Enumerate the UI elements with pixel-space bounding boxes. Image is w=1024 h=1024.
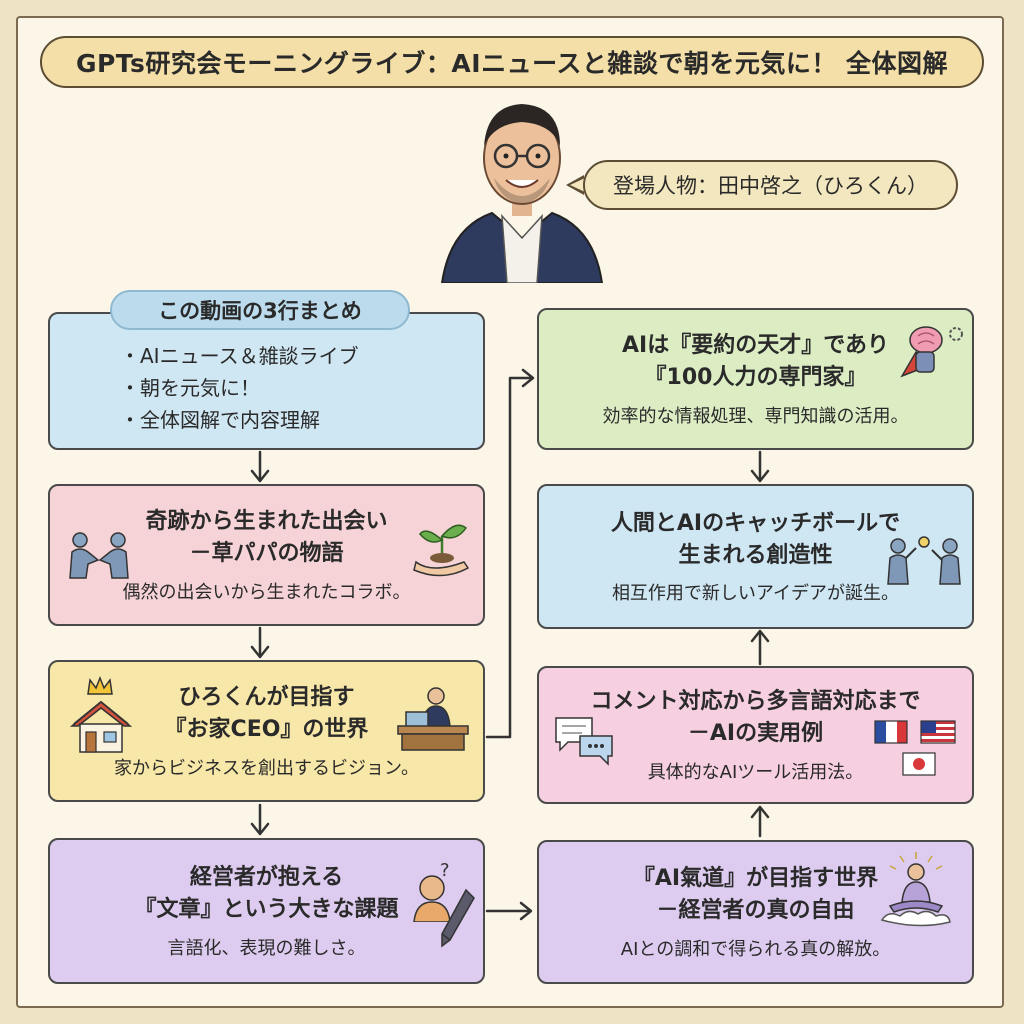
card-title: コメント対応から多言語対応まで [590,689,921,715]
svg-text:?: ? [440,860,450,881]
card-title: 奇跡から生まれた出会い [145,509,388,535]
brain-hero-icon [900,326,963,378]
card-writing-challenge: 経営者が抱える 『文章』という大きな課題 言語化、表現の難しさ。 [48,838,485,984]
card-ai-genius: AIは『要約の天才』であり 『100人力の専門家』 効率的な情報処理、専門知識の… [537,308,974,450]
card-title: －AIの実用例 [687,721,824,746]
chat-bubbles-icon [555,717,613,766]
page-title: GPTs研究会モーニングライブ：AIニュースと雑談で朝を元気に！ 全体図解 [40,36,984,88]
summary-item: AIニュース＆雑談ライブ [120,340,483,372]
speaker-bubble: 登場人物：田中啓之（ひろくん） [583,160,958,210]
usa-flag-icon [920,720,956,744]
japan-flag-icon [902,752,936,776]
card-title: 経営者が抱える [189,865,344,891]
card-description: 家からビジネスを創出するビジョン。 [114,757,419,779]
handshake-icon [69,532,129,579]
card-title: 生まれる創造性 [678,542,833,568]
crown-icon [87,676,113,695]
card-title: 『AI氣道』が目指す世界 [632,866,879,892]
summary-item: 朝を元気に！ [120,372,483,404]
card-title: 『お家CEO』の世界 [164,717,369,742]
catchball-icon [887,536,961,585]
house-icon [70,700,132,753]
card-title: ひろくんが目指す [178,685,355,711]
summary-card: AIニュース＆雑談ライブ 朝を元気に！ 全体図解で内容理解 [48,312,485,450]
france-flag-icon [874,720,908,744]
pen-icon [441,888,475,948]
card-title: 『100人力の専門家』 [644,365,867,390]
summary-item: 全体図解で内容理解 [120,404,483,436]
card-description: 相互作用で新しいアイデアが誕生。 [611,583,900,605]
person-portrait-icon [440,104,604,283]
card-ai-kido: 『AI氣道』が目指す世界 －経営者の真の自由 AIとの調和で得られる真の解放。 [537,840,974,984]
card-title: －草パパの物語 [189,541,344,566]
thinking-person-icon: ? [413,860,451,922]
card-description: 具体的なAIツール活用法。 [647,761,864,783]
card-title: AIは『要約の天才』であり [622,333,889,359]
ceo-desk-icon [397,687,469,751]
summary-heading: この動画の3行まとめ [110,290,410,330]
card-description: AIとの調和で得られる真の解放。 [620,938,891,960]
card-description: 言語化、表現の難しさ。 [167,937,366,959]
meditation-icon [880,852,951,927]
card-title: 人間とAIのキャッチボールで [610,510,901,536]
card-title: －経営者の真の自由 [656,898,855,923]
card-description: 効率的な情報処理、専門知識の活用。 [602,405,909,427]
card-title: 『文章』という大きな課題 [134,897,399,922]
seedling-hand-icon [413,524,470,577]
card-description: 偶然の出会いから生まれたコラボ。 [122,581,411,603]
